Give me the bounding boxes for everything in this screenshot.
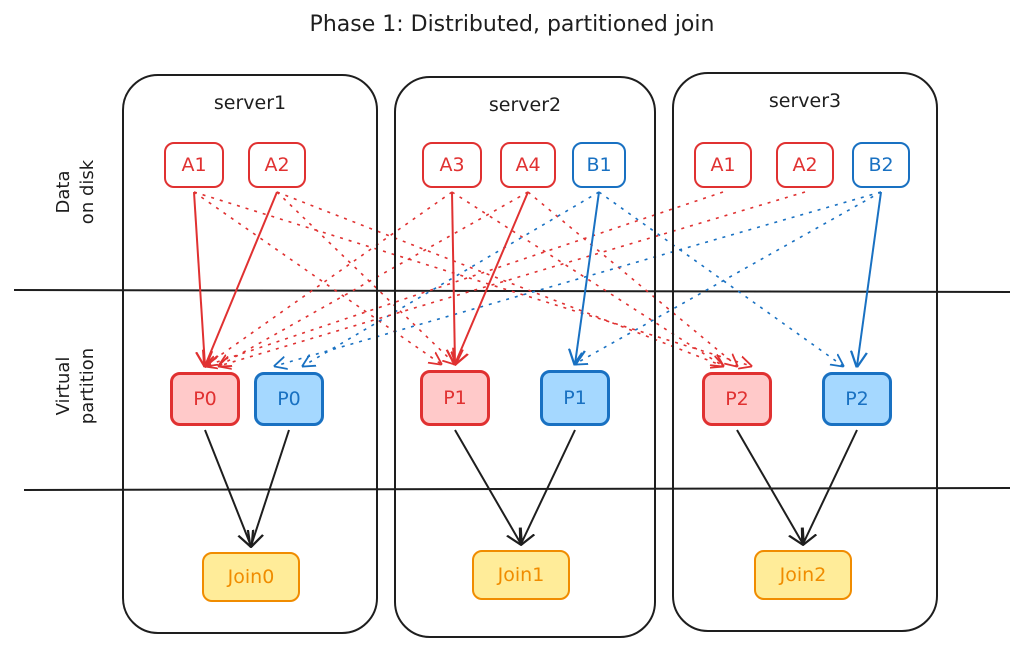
disk-block-A2[interactable]: A2 (776, 142, 834, 188)
join-edge (454, 429, 521, 544)
server-label: server2 (488, 94, 562, 116)
local-edge (455, 191, 529, 364)
disk-block-A3[interactable]: A3 (422, 142, 482, 188)
diagram-title: Phase 1: Distributed, partitioned join (309, 12, 715, 37)
join-node-1[interactable]: Join1 (472, 550, 570, 600)
join-edge (204, 429, 251, 546)
join-edge (736, 429, 803, 544)
server-1: server1 (122, 74, 378, 634)
disk-block-A1[interactable]: A1 (694, 142, 752, 188)
partition-A-P1[interactable]: P1 (420, 370, 490, 426)
row-divider-bottom (23, 487, 1011, 491)
local-edge (575, 191, 600, 364)
local-edge (205, 191, 278, 366)
shuffle-edge (205, 191, 724, 366)
local-edge (193, 191, 205, 366)
shuffle-edge (303, 191, 600, 366)
disk-block-B1[interactable]: B1 (572, 142, 626, 188)
partition-B-P2[interactable]: P2 (822, 372, 892, 426)
shuffle-edge (219, 191, 806, 366)
local-edge (857, 191, 882, 366)
partition-B-P0[interactable]: P0 (254, 372, 324, 426)
partition-B-P1[interactable]: P1 (540, 370, 610, 426)
server-label: server3 (768, 90, 842, 112)
row-label-text: Data on disk (53, 159, 98, 225)
row-label-text: Virtual partition (53, 347, 98, 425)
shuffle-edge (527, 191, 737, 366)
join-edge (803, 429, 858, 544)
server-3: server3 (672, 72, 938, 632)
shuffle-edge (276, 191, 723, 366)
disk-block-A1[interactable]: A1 (164, 142, 224, 188)
shuffle-edge (193, 191, 751, 366)
join-node-0[interactable]: Join0 (202, 552, 300, 602)
server-2: server2 (394, 76, 656, 638)
join-edge (251, 429, 290, 546)
row-label-data-on-disk: Data on disk (52, 132, 100, 252)
join-node-2[interactable]: Join2 (754, 550, 852, 600)
join-edge (521, 429, 576, 544)
disk-block-A4[interactable]: A4 (500, 142, 556, 188)
partition-A-P0[interactable]: P0 (170, 372, 240, 426)
shuffle-edge (275, 191, 882, 366)
disk-block-A2[interactable]: A2 (248, 142, 306, 188)
disk-block-B2[interactable]: B2 (852, 142, 910, 188)
row-label-virtual-partition: Virtual partition (52, 326, 100, 446)
server-label: server1 (213, 92, 287, 114)
partition-A-P2[interactable]: P2 (702, 372, 772, 426)
local-edge (452, 191, 455, 364)
